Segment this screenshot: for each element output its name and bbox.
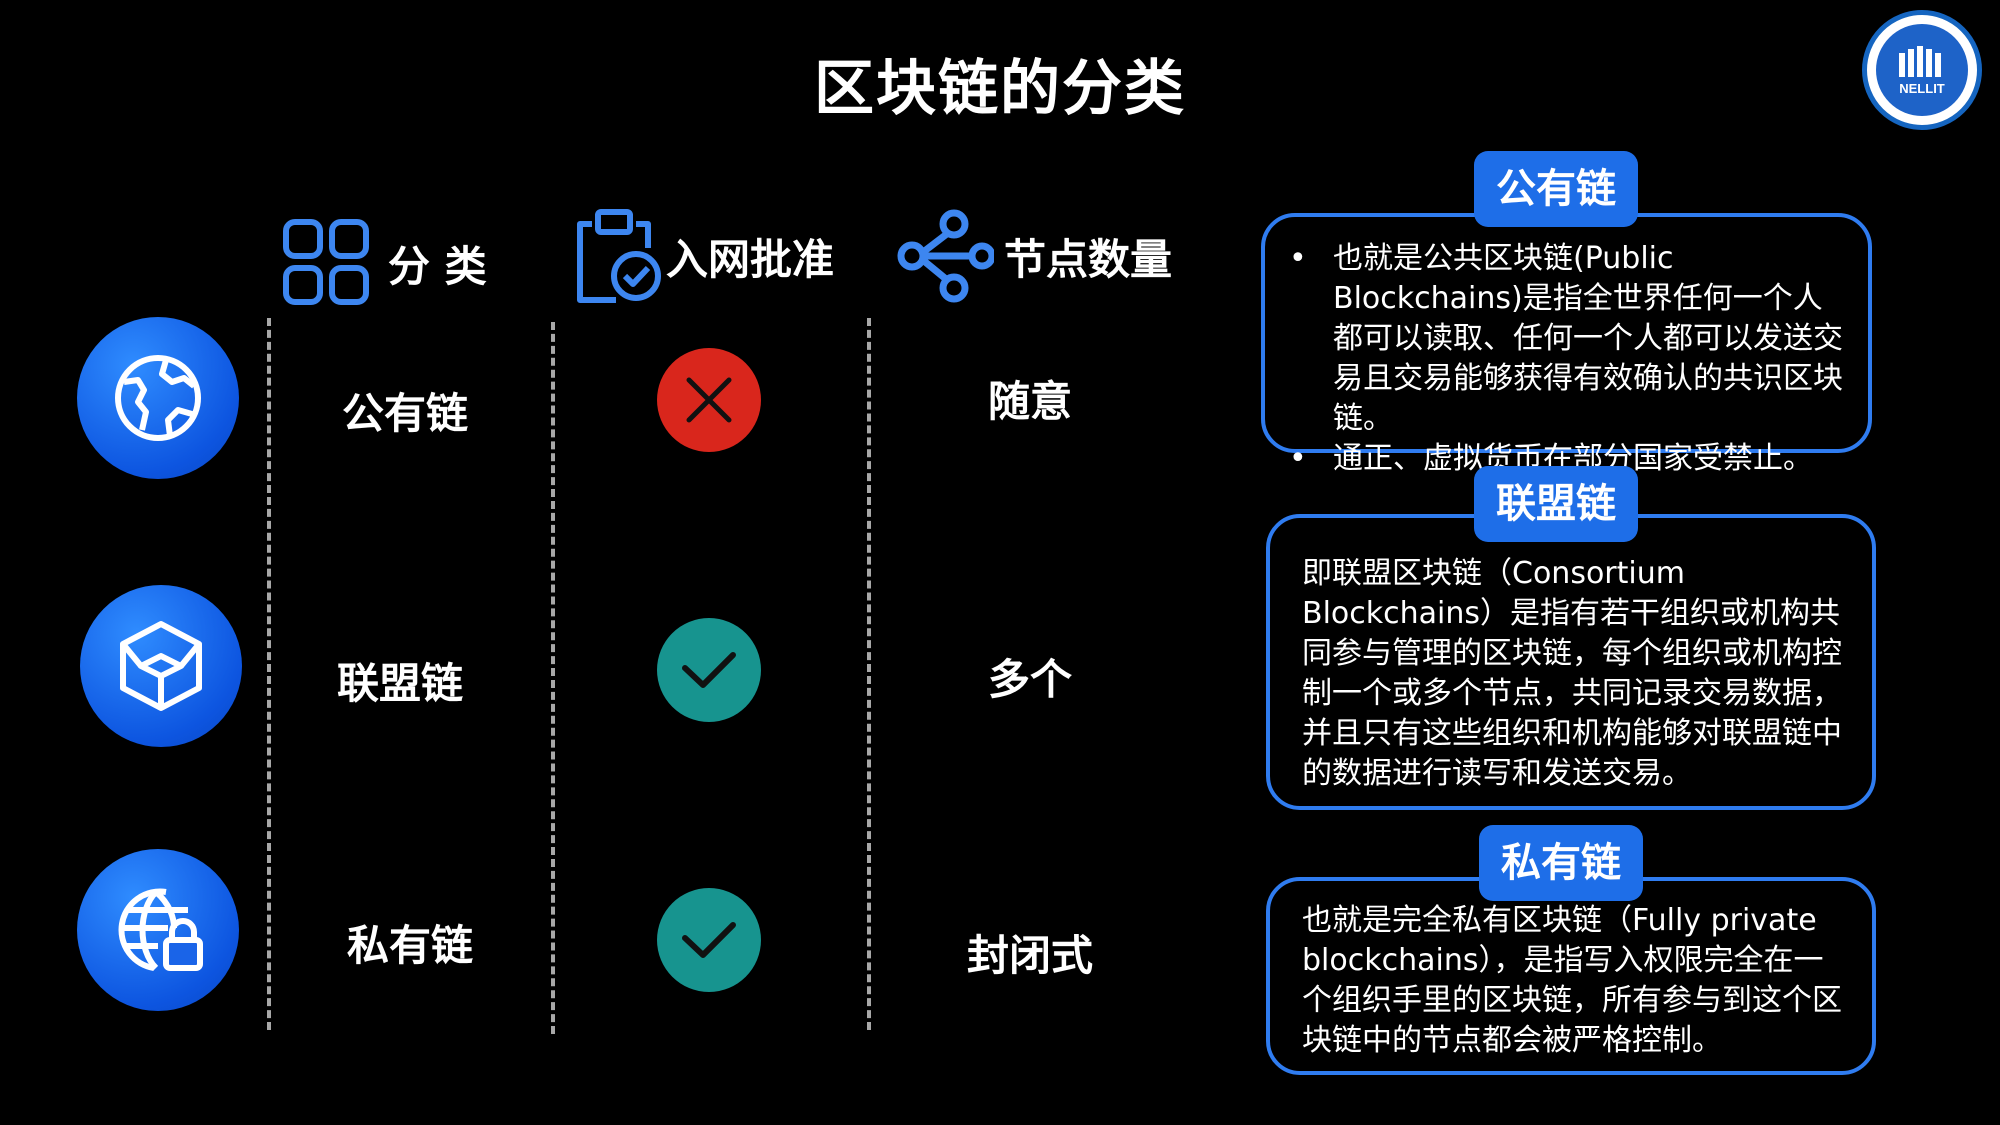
row-icon-public: [77, 317, 239, 479]
panel-private-text: 也就是完全私有区块链（Fully private blockchains），是指…: [1302, 903, 1842, 1058]
panel-consortium: 即联盟区块链（Consortium Blockchains）是指有若干组织或机构…: [1266, 514, 1876, 810]
approval-check: [657, 618, 761, 722]
tag-private: 私有链: [1479, 825, 1643, 901]
header-admission: 入网批准: [572, 206, 834, 306]
panel-public-bullet: 也就是公共区块链(Public Blockchains)是指全世界任何一个人都可…: [1289, 239, 1850, 439]
header-admission-label: 入网批准: [666, 234, 835, 284]
header-category: 分 类: [282, 218, 487, 308]
grid-icon: [283, 219, 369, 305]
nodes-consortium: 多个: [987, 655, 1072, 704]
tag-consortium: 联盟链: [1474, 466, 1638, 542]
column-divider: [551, 322, 555, 1034]
header-category-label: 分 类: [388, 241, 487, 291]
logo-emblem: NELLIT: [1876, 24, 1968, 116]
header-nodes-label: 节点数量: [1004, 234, 1173, 284]
page-title: 区块链的分类: [814, 54, 1186, 124]
globe-icon: [115, 355, 201, 441]
row-name-consortium: 联盟链: [336, 659, 463, 708]
logo-text: NELLIT: [1899, 80, 1945, 96]
tag-public: 公有链: [1474, 151, 1638, 227]
row-icon-consortium: [80, 585, 242, 747]
column-divider: [267, 318, 271, 1030]
row-name-private: 私有链: [346, 921, 473, 970]
column-divider: [867, 318, 871, 1030]
nodes-private: 封闭式: [966, 931, 1093, 980]
header-nodes: 节点数量: [896, 208, 1172, 304]
clipboard-check-icon: [577, 209, 661, 303]
building-icon: [1899, 45, 1941, 77]
share-nodes-icon: [897, 209, 994, 303]
panel-public: 也就是公共区块链(Public Blockchains)是指全世界任何一个人都可…: [1261, 213, 1872, 479]
institution-logo: NELLIT: [1862, 10, 1982, 130]
panel-consortium-text: 即联盟区块链（Consortium Blockchains）是指有若干组织或机构…: [1302, 556, 1842, 791]
globe-lock-icon: [118, 888, 203, 971]
check-icon: [682, 922, 736, 958]
nodes-public: 随意: [987, 377, 1072, 426]
approval-check: [657, 888, 761, 992]
row-name-public: 公有链: [341, 389, 468, 438]
check-icon: [682, 652, 736, 688]
panel-private: 也就是完全私有区块链（Fully private blockchains），是指…: [1266, 877, 1876, 1075]
hexagon-network-icon: [120, 621, 202, 711]
row-icon-private: [77, 849, 239, 1011]
cross-icon: [686, 377, 732, 423]
approval-cross: [657, 348, 761, 452]
